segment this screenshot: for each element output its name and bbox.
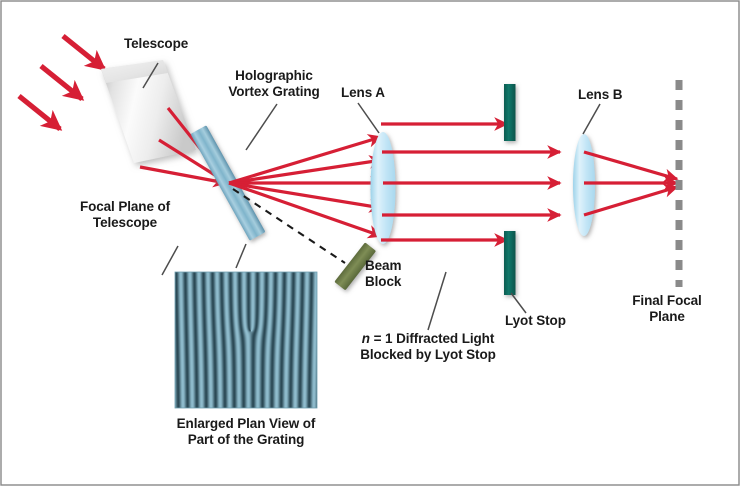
label-focal-plane-line1: Focal Plane of: [60, 199, 190, 215]
label-diffracted-light-blocked: n = 1 Diffracted Light Blocked by Lyot S…: [333, 331, 523, 363]
lens-a-body: [371, 132, 396, 244]
lens-b-body: [573, 134, 595, 236]
label-beam-block-line2: Block: [365, 274, 401, 290]
label-diffracted-light-line1: n = 1 Diffracted Light: [333, 331, 523, 347]
label-final-focal-plane-line2: Plane: [614, 309, 720, 325]
label-lyot-stop: Lyot Stop: [505, 313, 566, 329]
label-holographic-vortex-grating: Holographic Vortex Grating: [214, 68, 334, 100]
label-final-focal-plane-line1: Final Focal: [614, 293, 720, 309]
label-focal-plane-of-telescope: Focal Plane of Telescope: [60, 199, 190, 231]
label-enlarged-plan-view: Enlarged Plan View of Part of the Gratin…: [161, 416, 331, 448]
label-diffracted-rest: = 1 Diffracted Light: [370, 331, 494, 346]
lens-b: [573, 134, 595, 236]
label-grating-line2: Vortex Grating: [214, 84, 334, 100]
label-diffracted-n-italic: n: [362, 331, 370, 346]
label-focal-plane-line2: Telescope: [60, 215, 190, 231]
label-plan-view-line1: Enlarged Plan View of: [161, 416, 331, 432]
grating-plan-view: [175, 272, 317, 408]
label-telescope: Telescope: [124, 36, 188, 52]
label-beam-block: Beam Block: [365, 258, 401, 290]
label-lens-b: Lens B: [578, 87, 622, 103]
label-grating-line1: Holographic: [214, 68, 334, 84]
label-lens-a: Lens A: [341, 85, 385, 101]
label-diffracted-light-line2: Blocked by Lyot Stop: [333, 347, 523, 363]
label-plan-view-line2: Part of the Grating: [161, 432, 331, 448]
lyot-stop-upper-bar: [504, 84, 516, 141]
lyot-stop-lower-bar: [504, 231, 516, 295]
label-beam-block-line1: Beam: [365, 258, 401, 274]
lens-a: [371, 132, 396, 244]
plan-view-fringes: [175, 272, 317, 408]
label-final-focal-plane: Final Focal Plane: [614, 293, 720, 325]
